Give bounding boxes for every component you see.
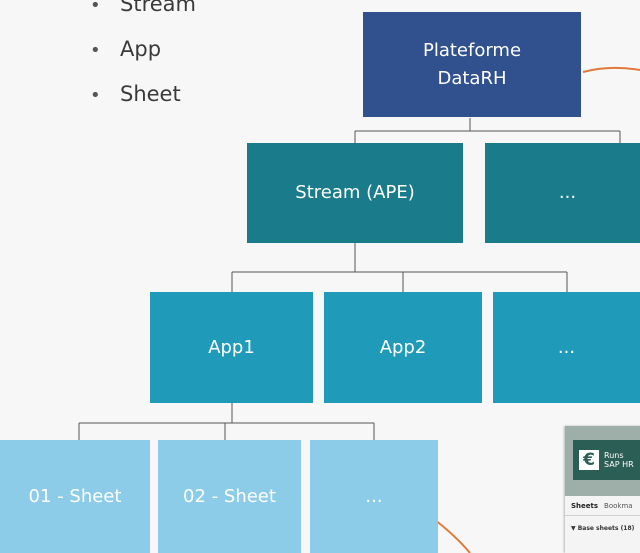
divider xyxy=(565,515,640,516)
node-stream-more: ... xyxy=(485,143,640,243)
level-list-item: •Sheet xyxy=(90,72,196,117)
thumbnail-tabs: Sheets Bookma xyxy=(571,502,639,510)
level-list-item: •Stream xyxy=(90,0,196,27)
thumbnail-app-card: € Runs SAP HR xyxy=(573,440,640,480)
bullet-icon: • xyxy=(90,85,101,106)
node-label: ... xyxy=(365,485,383,507)
node-label: Plateforme DataRH xyxy=(422,39,522,89)
node-plateforme-datarh: Plateforme DataRH xyxy=(363,12,581,117)
node-sheet-01: 01 - Sheet xyxy=(0,440,150,553)
sheets-tab: Sheets xyxy=(571,502,599,510)
bookmarks-tab: Bookma xyxy=(604,502,633,510)
node-app-more: ... xyxy=(493,292,640,403)
node-sheet-more: ... xyxy=(310,440,438,553)
thumbnail-card-title: Runs SAP HR xyxy=(604,451,634,469)
level-list-item: •App xyxy=(90,27,196,72)
bullet-icon: • xyxy=(90,0,101,16)
node-label: App1 xyxy=(208,336,255,358)
connector-stream-apps xyxy=(231,243,568,292)
thumbnail-section-label: ▼ Base sheets (18) xyxy=(571,525,635,532)
bullet-icon: • xyxy=(90,40,101,61)
annotation-curve xyxy=(582,66,640,73)
node-sheet-02: 02 - Sheet xyxy=(158,440,301,553)
thumbnail-header: € Runs SAP HR xyxy=(565,426,640,496)
node-label: 02 - Sheet xyxy=(183,485,276,507)
app-screenshot-thumbnail: € Runs SAP HR Sheets Bookma ▼ Base sheets… xyxy=(565,426,640,553)
connector-root-streams xyxy=(354,118,621,143)
level-list: •Stream •App •Sheet xyxy=(90,0,196,117)
node-app2: App2 xyxy=(324,292,482,403)
euro-icon: € xyxy=(579,450,599,470)
node-label: ... xyxy=(557,336,576,358)
node-label: ... xyxy=(558,182,577,203)
node-app1: App1 xyxy=(150,292,313,403)
node-label: Stream (APE) xyxy=(295,182,415,203)
connector-app-sheets xyxy=(78,403,375,440)
node-label: App2 xyxy=(379,336,427,358)
node-label: 01 - Sheet xyxy=(28,485,122,507)
node-stream-ape: Stream (APE) xyxy=(247,143,463,243)
